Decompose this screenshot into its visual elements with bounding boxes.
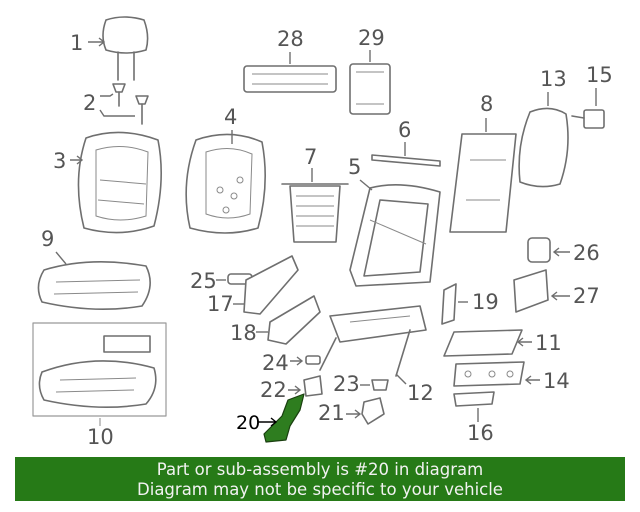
part-1-headrest[interactable]: [102, 16, 149, 81]
part-12-seat-track[interactable]: [319, 305, 427, 377]
banner-line-1: Part or sub-assembly is #20 in diagram: [156, 460, 484, 479]
part-21-cover[interactable]: [361, 397, 385, 425]
callout-3: 3: [53, 149, 66, 173]
callout-24: 24: [262, 351, 289, 375]
info-banner: Part or sub-assembly is #20 in diagram D…: [15, 457, 625, 501]
callout-17: 17: [207, 292, 234, 316]
callout-25: 25: [190, 269, 217, 293]
part-26-knob[interactable]: [527, 237, 551, 263]
callout-27: 27: [573, 284, 600, 308]
callout-22: 22: [260, 378, 287, 402]
callout-2: 2: [83, 91, 96, 115]
part-28-module[interactable]: [243, 65, 337, 93]
callout-14: 14: [543, 369, 570, 393]
part-8-pad[interactable]: [449, 133, 517, 233]
callout-10: 10: [87, 425, 114, 449]
callout-29: 29: [358, 26, 385, 50]
part-9-cushion-cover[interactable]: [37, 261, 151, 310]
callout-28: 28: [277, 27, 304, 51]
part-29-control-module[interactable]: [349, 63, 391, 115]
callout-26: 26: [573, 241, 600, 265]
part-5-seatback-frame[interactable]: [349, 184, 441, 287]
part-11-pad[interactable]: [443, 329, 523, 357]
callout-13: 13: [540, 67, 567, 91]
part-7-lumbar[interactable]: [281, 183, 349, 243]
part-27-switch[interactable]: [513, 269, 549, 313]
part-15-clip[interactable]: [571, 109, 605, 129]
banner-line-2: Diagram may not be specific to your vehi…: [137, 480, 503, 499]
part-17-side-shield[interactable]: [243, 255, 299, 315]
part-10-cushion-box[interactable]: [32, 322, 167, 417]
callout-11: 11: [535, 331, 562, 355]
part-23-clip[interactable]: [371, 379, 389, 391]
callout-15: 15: [586, 63, 613, 87]
callout-5: 5: [348, 155, 361, 179]
part-3-seatback-cover[interactable]: [77, 131, 162, 234]
part-4-seatback-pad[interactable]: [185, 133, 266, 234]
part-22-cover[interactable]: [303, 375, 323, 397]
callout-1: 1: [70, 31, 83, 55]
callout-21: 21: [318, 401, 345, 425]
callout-20: 20: [236, 412, 260, 434]
callout-19: 19: [472, 290, 499, 314]
callout-18: 18: [230, 321, 257, 345]
part-13-rear-panel[interactable]: [518, 107, 569, 188]
part-6-bar[interactable]: [371, 154, 441, 167]
callout-8: 8: [480, 92, 493, 116]
callout-7: 7: [304, 145, 317, 169]
callout-12: 12: [407, 381, 434, 405]
callout-23: 23: [333, 372, 360, 396]
parts-diagram: 1 2 3 4 28 29 6: [32, 16, 613, 449]
part-24-clip[interactable]: [305, 355, 321, 365]
callout-4: 4: [224, 105, 237, 129]
part-16-bracket[interactable]: [453, 391, 495, 407]
callout-16: 16: [467, 421, 494, 445]
part-2-headrest-guides[interactable]: [112, 83, 149, 125]
part-18-side-shield-lower[interactable]: [267, 295, 321, 345]
part-14-bracket[interactable]: [453, 361, 525, 387]
callout-6: 6: [398, 118, 411, 142]
callout-9: 9: [41, 227, 54, 251]
part-19-bracket[interactable]: [441, 283, 457, 325]
